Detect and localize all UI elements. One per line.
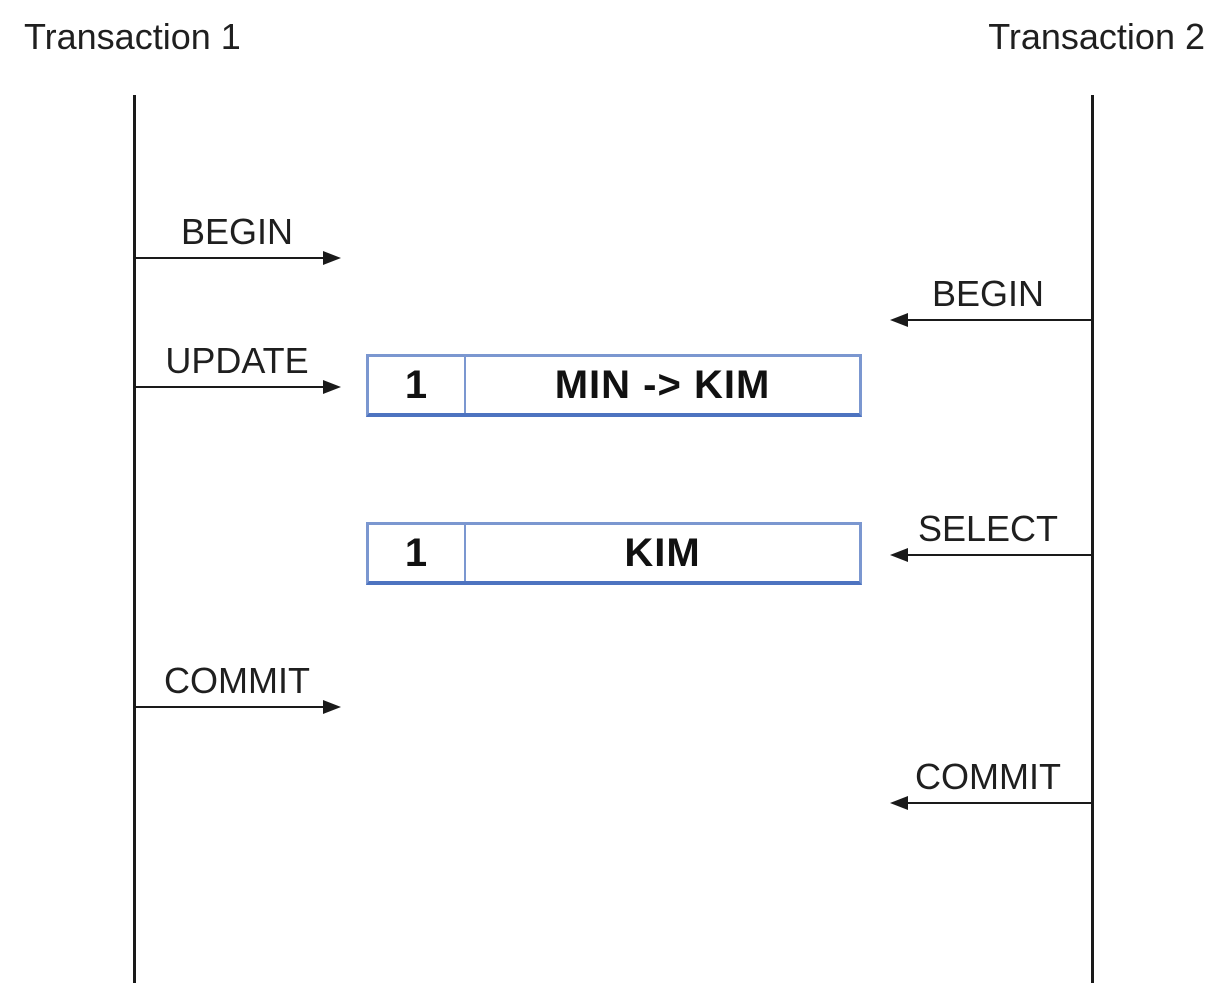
arrow-line bbox=[906, 319, 1092, 321]
arrow-label: BEGIN bbox=[180, 211, 294, 252]
record-value-cell: KIM bbox=[624, 530, 701, 575]
lifeline-transaction-1 bbox=[133, 95, 136, 983]
arrow-line bbox=[135, 386, 325, 388]
record-value-cell: MIN -> KIM bbox=[554, 362, 771, 407]
arrow-line bbox=[906, 802, 1092, 804]
arrowhead-right-icon bbox=[323, 700, 341, 714]
arrowhead-left-icon bbox=[890, 313, 908, 327]
arrow-line bbox=[135, 706, 325, 708]
record-id-cell: 1 bbox=[369, 357, 466, 413]
arrowhead-right-icon bbox=[323, 380, 341, 394]
arrow-label: SELECT bbox=[917, 508, 1059, 549]
record-table-updated-row: 1 MIN -> KIM bbox=[366, 354, 862, 417]
arrowhead-left-icon bbox=[890, 548, 908, 562]
arrow-line bbox=[135, 257, 325, 259]
arrow-label: COMMIT bbox=[915, 756, 1061, 797]
lifeline-transaction-2 bbox=[1091, 95, 1094, 983]
record-id-cell: 1 bbox=[369, 525, 466, 581]
arrow-label: COMMIT bbox=[164, 660, 310, 701]
arrow-label: UPDATE bbox=[165, 340, 309, 381]
arrowhead-right-icon bbox=[323, 251, 341, 265]
arrow-line bbox=[906, 554, 1092, 556]
arrowhead-left-icon bbox=[890, 796, 908, 810]
arrow-label: BEGIN bbox=[931, 273, 1045, 314]
record-table-selected-row: 1 KIM bbox=[366, 522, 862, 585]
lane-title-transaction-2: Transaction 2 bbox=[988, 16, 1205, 57]
lane-title-transaction-1: Transaction 1 bbox=[24, 16, 241, 57]
